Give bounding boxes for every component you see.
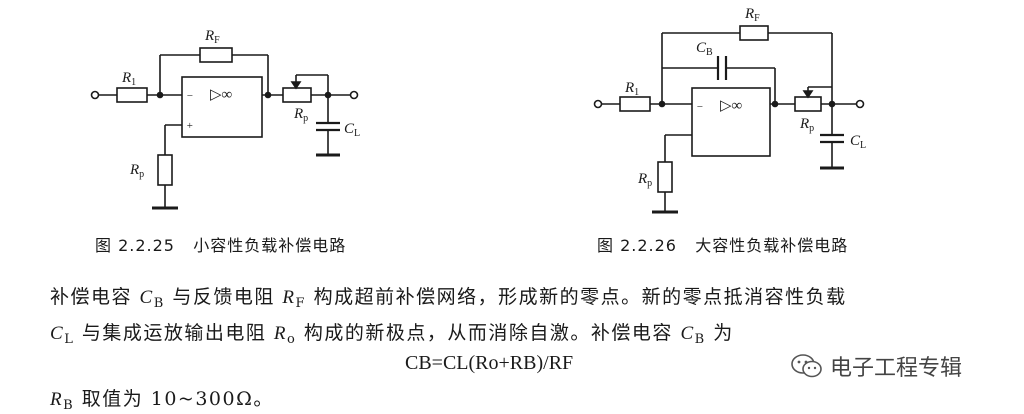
label-rf-2: RF	[744, 6, 760, 24]
opamp-minus: −	[186, 90, 193, 102]
caption-title: 大容性负载补偿电路	[695, 236, 849, 255]
input-terminal-2	[593, 99, 603, 109]
wechat-icon	[791, 354, 822, 378]
circuit-small-load	[90, 47, 359, 210]
output-terminal-2	[855, 99, 865, 109]
opamp-box	[181, 76, 263, 138]
paragraph-line-2: CL 与集成运放输出电阻 Ro 构成的新极点，从而消除自激。补偿电容 CB 为	[50, 322, 734, 347]
label-r1: R1	[121, 70, 136, 88]
caption-number: 图 2.2.26	[597, 236, 677, 255]
paragraph-line-4: RB 取值为 10~300Ω。	[50, 388, 274, 413]
opamp-box-2	[691, 87, 771, 157]
output-terminal	[349, 90, 359, 100]
caption-title: 小容性负载补偿电路	[193, 236, 347, 255]
resistor-rf	[199, 47, 233, 63]
watermark-text: 电子工程专辑	[830, 356, 963, 381]
opamp-plus: +	[186, 120, 193, 132]
resistor-rp	[157, 154, 173, 186]
label-cb-2: CB	[696, 40, 713, 58]
label-cl-2: CL	[850, 133, 866, 151]
label-r1-2: R1	[624, 80, 639, 98]
label-rp-pot-2: Rp	[799, 116, 814, 134]
caption-number: 图 2.2.25	[95, 236, 175, 255]
label-rp: Rp	[129, 162, 144, 180]
resistor-r1	[116, 87, 148, 103]
opamp-symbol-2: ▷∞	[720, 98, 743, 114]
circuit-large-load	[593, 25, 865, 214]
caption-fig-2-2-26: 图 2.2.26 大容性负载补偿电路	[597, 232, 848, 256]
opamp-symbol: ▷∞	[210, 87, 233, 103]
potentiometer-rp	[282, 87, 312, 103]
resistor-rp-2	[657, 161, 673, 193]
label-rf: RF	[204, 28, 220, 46]
opamp-minus-2: −	[696, 101, 703, 113]
watermark: 电子工程专辑	[790, 350, 962, 382]
label-rp-2: Rp	[637, 171, 652, 189]
label-rp-pot: Rp	[293, 106, 308, 124]
caption-fig-2-2-25: 图 2.2.25 小容性负载补偿电路	[95, 232, 346, 256]
paragraph-line-1: 补偿电容 CB 与反馈电阻 RF 构成超前补偿网络，形成新的零点。新的零点抵消容…	[50, 286, 847, 311]
resistor-rf-2	[739, 25, 769, 41]
potentiometer-rp-2	[794, 96, 822, 112]
label-cl: CL	[344, 121, 360, 139]
resistor-r1-2	[619, 96, 651, 112]
input-terminal	[90, 90, 100, 100]
formula-cb: CB=CL(Ro+RB)/RF	[405, 352, 574, 374]
